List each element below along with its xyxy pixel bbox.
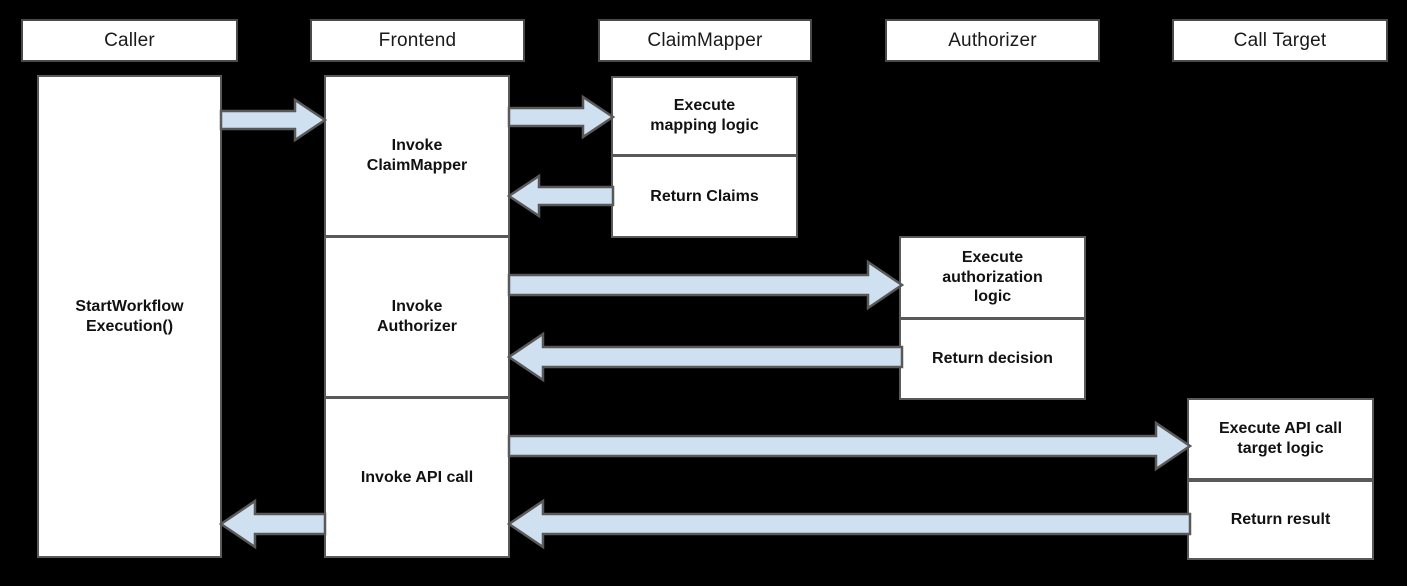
activation-label-ct-return: Return result — [1230, 511, 1331, 529]
activation-label-cm-return: Return Claims — [650, 187, 759, 205]
participant-header-authorizer[interactable]: Authorizer — [885, 19, 1100, 62]
activation-label-fe-apicall: Invoke API call — [360, 468, 474, 486]
activation-label-ct-execute: Execute API call target logic — [1218, 420, 1343, 457]
message-arrow-frontend-to-claimmapper[interactable] — [507, 94, 616, 140]
message-arrow-authorizer-to-frontend[interactable] — [506, 331, 904, 383]
activation-frontend-invoke-api-call[interactable]: Invoke API call — [324, 397, 510, 558]
activation-frontend-invoke-claimmapper[interactable]: Invoke ClaimMapper — [324, 75, 510, 237]
message-arrow-frontend-to-caller[interactable] — [218, 498, 327, 550]
message-arrow-calltarget-to-frontend[interactable] — [506, 498, 1192, 550]
activation-label-cm-execute: Execute mapping logic — [650, 97, 759, 134]
participant-label-caller: Caller — [104, 29, 155, 51]
activation-label-az-execute: Execute authorization logic — [942, 249, 1043, 306]
participant-label-frontend: Frontend — [378, 29, 457, 51]
participant-header-frontend[interactable]: Frontend — [310, 19, 525, 62]
participant-header-claimmapper[interactable]: ClaimMapper — [598, 19, 812, 62]
activation-frontend-invoke-authorizer[interactable]: Invoke Authorizer — [324, 236, 510, 398]
participant-label-calltarget: Call Target — [1233, 29, 1327, 51]
activation-claimmapper-return-claims[interactable]: Return Claims — [611, 155, 798, 238]
participant-label-claimmapper: ClaimMapper — [647, 29, 763, 51]
participant-label-authorizer: Authorizer — [948, 29, 1037, 51]
message-arrow-frontend-to-calltarget[interactable] — [507, 420, 1193, 472]
activation-claimmapper-execute-mapping-logic[interactable]: Execute mapping logic — [611, 76, 798, 156]
activation-label-fe-claimmapper: Invoke ClaimMapper — [366, 137, 468, 174]
message-arrow-caller-to-frontend[interactable] — [219, 97, 328, 143]
activation-caller-start-workflow[interactable]: StartWorkflow Execution() — [37, 75, 222, 558]
message-arrow-claimmapper-to-frontend[interactable] — [506, 173, 615, 219]
participant-header-caller[interactable]: Caller — [21, 19, 238, 62]
activation-authorizer-return-decision[interactable]: Return decision — [899, 318, 1086, 400]
activation-calltarget-execute-api-call-target-logic[interactable]: Execute API call target logic — [1187, 398, 1374, 480]
activation-calltarget-return-result[interactable]: Return result — [1187, 480, 1374, 560]
message-arrow-frontend-to-authorizer[interactable] — [507, 259, 905, 311]
activation-label-caller-start: StartWorkflow Execution() — [75, 297, 184, 335]
activation-label-az-return: Return decision — [932, 350, 1053, 368]
participant-header-calltarget[interactable]: Call Target — [1172, 19, 1388, 62]
activation-authorizer-execute-authorization-logic[interactable]: Execute authorization logic — [899, 236, 1086, 319]
activation-label-fe-authorizer: Invoke Authorizer — [377, 298, 457, 335]
